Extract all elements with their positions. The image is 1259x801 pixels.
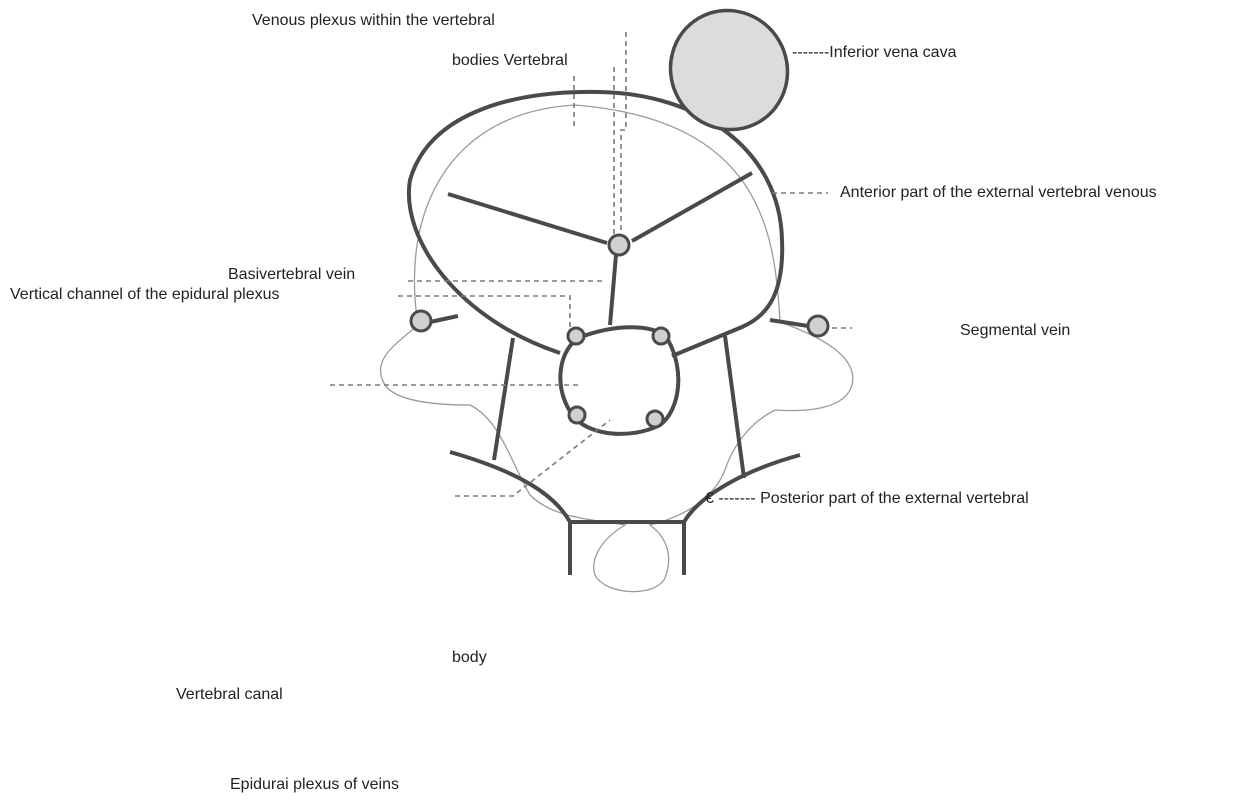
vertebra-outline	[380, 105, 852, 592]
label-venous-plexus-line1: Venous plexus within the vertebral	[252, 12, 495, 30]
epidural-node-top-left	[568, 328, 584, 344]
segmental-node-left	[411, 311, 431, 331]
label-posterior-external: € ------- Posterior part of the external…	[705, 490, 1029, 508]
label-epidural-plexus: Epidurai plexus of veins	[230, 776, 399, 794]
epidural-node-bottom-right	[647, 411, 663, 427]
label-anterior-external: Anterior part of the external vertebral …	[840, 184, 1157, 202]
segmental-node-right	[808, 316, 828, 336]
label-venous-plexus-line2: bodies Vertebral	[452, 52, 568, 70]
epidural-node-bottom-left	[569, 407, 585, 423]
posterior-external-plexus-left	[450, 452, 570, 575]
inferior-vena-cava-shape	[649, 0, 809, 151]
label-inferior-vena-cava: -------Inferior vena cava	[792, 44, 956, 62]
label-segmental: Segmental vein	[960, 322, 1070, 340]
basivertebral-node	[609, 235, 629, 255]
anterior-external-venous-ring	[409, 92, 782, 356]
right-posterior-connector	[725, 336, 744, 478]
label-vertebral-canal: Vertebral canal	[176, 686, 283, 704]
basivertebral-branch-left	[448, 194, 607, 243]
segmental-vein-left	[430, 316, 458, 322]
epidural-node-top-right	[653, 328, 669, 344]
basivertebral-vein-trunk	[610, 255, 616, 325]
leader-venous-plexus	[574, 75, 577, 126]
label-vertical-channel: Vertical channel of the epidural plexus	[10, 286, 280, 304]
leader-vertebral-body	[621, 32, 626, 232]
label-body: body	[452, 649, 487, 667]
label-basivertebral: Basivertebral vein	[228, 266, 355, 284]
basivertebral-branch-right	[632, 173, 752, 241]
